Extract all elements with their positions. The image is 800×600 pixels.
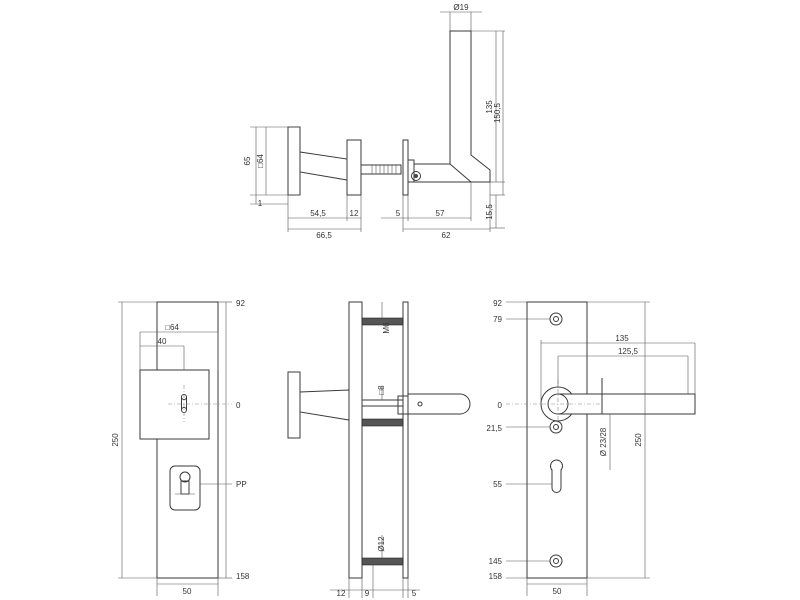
side-view: M6 □8 Ø12 12 9 5: [287, 301, 471, 598]
middle-screw: [549, 420, 563, 434]
lever-handle: [540, 378, 696, 422]
dim-label-cylinder-dia: Ø12: [377, 536, 386, 552]
outer-plate: [348, 301, 363, 579]
lever-handle: [413, 30, 491, 183]
front-knob-view: 92 □64 40 0 250 PP 158 50: [111, 299, 250, 596]
grub-screw: [411, 171, 421, 181]
backplate: [526, 301, 588, 579]
dim-label-bottom: 158: [489, 572, 503, 581]
dim-label-backplate: 5: [412, 589, 417, 598]
knob-rose: [287, 371, 301, 439]
dim-label-handle-offset: 15,5: [485, 204, 494, 220]
front-handle-dims: [506, 301, 696, 596]
dim-label-rose-square: □64: [165, 323, 179, 332]
dim-label-plate-thickness: 12: [350, 209, 359, 218]
inner-backplate: [402, 139, 409, 196]
spindle: [360, 164, 402, 175]
dim-label-handle-length-long: 150,5: [493, 102, 502, 123]
dim-label-handle-dia: Ø 23/28: [599, 427, 608, 456]
dim-label-plate-height: 250: [111, 433, 120, 447]
dim-label-screw-bottom: 145: [489, 557, 503, 566]
dim-label-top: 92: [493, 299, 502, 308]
dim-label-total-right: 62: [442, 231, 451, 240]
dim-label-handle-length-short: 135: [485, 100, 494, 114]
dim-label-cylinder: 55: [493, 480, 502, 489]
dim-label-spindle: □8: [377, 385, 386, 395]
spindle-thread: [371, 165, 397, 174]
lever-handle: [407, 393, 471, 415]
dim-label-length-135: 135: [615, 334, 629, 343]
spindle: [361, 399, 404, 407]
dim-label-plate-width: 50: [553, 587, 562, 596]
dim-label-rose-offset: 40: [158, 337, 167, 346]
dim-label-handle-projection: 57: [436, 209, 445, 218]
dim-label-center: 0: [236, 401, 241, 410]
cylinder-outline: [179, 471, 191, 495]
dim-label-screw: M6: [382, 322, 391, 334]
dim-label-top: 92: [236, 299, 245, 308]
bottom-screw: [549, 554, 563, 568]
dim-label-total-left: 66,5: [316, 231, 332, 240]
dim-label-center: 0: [498, 401, 503, 410]
handle-rosette: [407, 159, 415, 183]
dim-label-cylinder: PP: [236, 480, 247, 489]
dim-label-handle-diameter: Ø19: [453, 3, 469, 12]
top-dims: [250, 11, 505, 232]
backplate: [156, 301, 219, 579]
dim-label-rose-height: 65: [243, 156, 252, 165]
front-handle-view: 92 79 135 125,5 0 21,5 Ø 23/28 250 55 14…: [486, 299, 696, 596]
top-view: 65 □64 1 54,5 12 66,5 5 57 62 Ø19 135 15…: [243, 3, 505, 240]
dim-label-rose-diameter: □64: [256, 154, 265, 168]
knob-neck: [299, 151, 348, 181]
dim-label-length-125: 125,5: [618, 347, 639, 356]
inner-plate: [402, 301, 409, 579]
knob-neck: [299, 389, 350, 421]
dim-label-bottom: 158: [236, 572, 250, 581]
top-screw: [549, 312, 563, 326]
spindle-hole: [181, 394, 187, 413]
dim-label-backplate: 5: [396, 209, 401, 218]
dim-label-plate-height: 250: [634, 433, 643, 447]
dim-label-base-offset: 1: [258, 199, 263, 208]
bottom-screw: [361, 557, 404, 566]
dim-label-rose-thickness: 12: [337, 589, 346, 598]
front-knob-dims: [118, 301, 232, 596]
dim-label-plate-thickness: 9: [365, 589, 370, 598]
top-screw: [361, 317, 404, 326]
outer-plate: [346, 139, 362, 196]
dim-label-screw-mid: 21,5: [486, 424, 502, 433]
grub-screw: [417, 401, 423, 407]
square-rose: [139, 369, 210, 440]
cylinder-cutout: [169, 465, 201, 511]
dim-label-plate-width: 50: [183, 587, 192, 596]
cylinder-keyhole: [550, 459, 563, 493]
middle-screw: [361, 418, 404, 427]
side-dims: [330, 302, 420, 598]
dim-label-screw-top: 79: [493, 315, 502, 324]
dim-label-rose-depth: 54,5: [310, 209, 326, 218]
rose-disc: [287, 126, 301, 196]
